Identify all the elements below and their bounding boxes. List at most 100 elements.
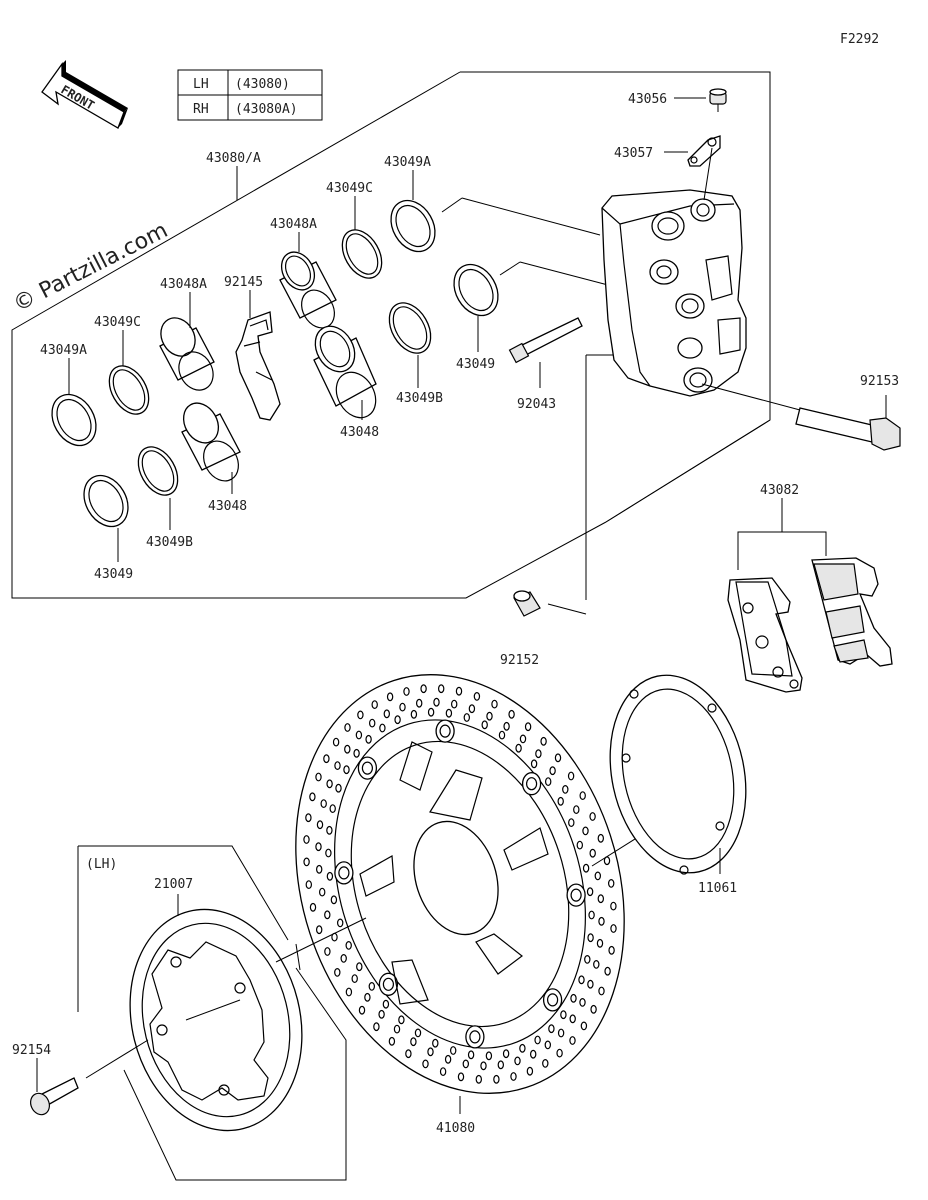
disc-drill-hole xyxy=(305,813,312,823)
disc-drill-hole xyxy=(549,766,556,776)
disc-bobbin xyxy=(521,772,542,796)
watermark: © Partzilla.com xyxy=(9,218,172,317)
disc-drill-hole xyxy=(414,1028,422,1038)
disc-drill-hole xyxy=(358,1005,366,1015)
disc-bobbin xyxy=(465,1025,485,1049)
piston-43048-mid xyxy=(313,325,377,419)
disc-drill-hole xyxy=(439,1067,447,1076)
seal-43049c-left xyxy=(108,365,150,415)
label-43048a-top: 43048A xyxy=(270,217,317,232)
disc-drill-hole xyxy=(610,901,617,911)
disc-drill-hole xyxy=(371,700,378,709)
disc-bobbin-inner xyxy=(546,993,559,1007)
disc-drill-hole xyxy=(580,1021,588,1031)
disc-drill-hole xyxy=(433,697,440,707)
disc-drill-hole xyxy=(503,721,510,731)
disc-drill-hole xyxy=(480,1061,487,1071)
disc-drill-hole xyxy=(586,887,594,897)
bleeder-cap-43056 xyxy=(709,88,727,112)
label-43057: 43057 xyxy=(614,146,653,161)
disc-drill-hole xyxy=(481,720,488,730)
pad-spring-92145 xyxy=(235,311,281,421)
disc-drill-hole xyxy=(493,1074,500,1084)
disc-drill-hole xyxy=(457,1072,465,1082)
disc-drill-hole xyxy=(394,715,401,725)
disc-drill-hole xyxy=(330,895,338,905)
label-43056: 43056 xyxy=(628,92,667,107)
disc-drill-hole xyxy=(382,999,390,1009)
legend-lh-part: (43080) xyxy=(235,77,290,92)
seal-43049a-top xyxy=(390,199,436,253)
disc-bobbin-inner xyxy=(570,888,582,902)
disc-drill-hole xyxy=(356,962,363,972)
disc-drill-hole xyxy=(604,966,611,976)
disc-drill-hole xyxy=(544,1040,552,1050)
label-92152: 92152 xyxy=(500,653,539,668)
disc-bobbin-inner xyxy=(338,866,350,880)
disc-drill-hole xyxy=(345,987,353,997)
label-92145: 92145 xyxy=(224,275,263,290)
disc-drill-hole xyxy=(344,744,351,754)
label-43080a: 43080/A xyxy=(206,151,261,166)
disc-bobbin xyxy=(334,861,354,885)
legend-lh-side: LH xyxy=(193,77,209,92)
disc-drill-hole xyxy=(557,796,564,806)
disc-drill-hole xyxy=(320,799,327,808)
disc-drill-hole xyxy=(508,709,515,719)
disc-drill-hole xyxy=(567,771,575,781)
disc-drill-hole xyxy=(427,1047,434,1057)
disc-drill-hole xyxy=(593,960,600,969)
disc-drill-hole xyxy=(540,736,547,746)
disc-drill-hole xyxy=(584,955,591,964)
label-43049a-top: 43049A xyxy=(384,155,431,170)
seal-43049c-top xyxy=(341,229,383,279)
outline-link xyxy=(605,419,771,523)
disc-drill-hole xyxy=(587,933,594,943)
disc-drill-hole xyxy=(332,737,340,747)
disc-drill-hole xyxy=(388,1036,396,1046)
disc-drill-hole xyxy=(309,792,316,802)
label-43048-mid: 43048 xyxy=(340,425,379,440)
disc-drill-hole xyxy=(589,848,596,858)
label-21007: 21007 xyxy=(154,877,193,892)
disc-drill-hole xyxy=(315,772,322,782)
rotor-center-line xyxy=(185,999,241,1021)
disc-drill-hole xyxy=(597,894,605,904)
disc-drill-hole xyxy=(365,734,372,744)
front-arrow-icon: FRONT xyxy=(41,60,128,129)
disc-drill-hole xyxy=(345,941,352,950)
disc-bobbin xyxy=(542,988,563,1012)
disc-bobbin-inner xyxy=(525,777,538,791)
disc-drill-hole xyxy=(438,684,445,694)
label-43049c-top: 43049C xyxy=(326,181,373,196)
disc-drill-hole xyxy=(576,840,584,850)
disc-drill-hole xyxy=(582,863,590,873)
disc-drill-hole xyxy=(451,699,458,709)
disc-drill-hole xyxy=(309,902,317,912)
disc-drill-hole xyxy=(340,954,347,963)
disc-bobbin-inner xyxy=(361,761,373,775)
mounting-bolt-92153 xyxy=(701,383,901,451)
disc-drill-hole xyxy=(319,887,326,897)
disc-drill-hole xyxy=(526,1066,534,1076)
disc-drill-hole xyxy=(324,910,331,920)
disc-drill-hole xyxy=(497,1060,504,1070)
disc-drill-hole xyxy=(556,1048,563,1058)
disc-drill-hole xyxy=(325,848,332,858)
label-43049c-left: 43049C xyxy=(94,315,141,330)
label-43049-mid: 43049 xyxy=(456,357,495,372)
disc-drill-hole xyxy=(534,1035,541,1045)
lh-outline-top xyxy=(78,845,289,941)
disc-drill-hole xyxy=(486,711,493,721)
brake-disc-41080 xyxy=(295,674,625,1094)
disc-drill-hole xyxy=(326,779,333,789)
disc-drill-hole xyxy=(573,805,580,814)
caliper-kit-outline-left xyxy=(11,71,607,599)
disc-bobbin xyxy=(566,883,586,907)
disc-drill-hole xyxy=(383,709,390,719)
disc-drill-hole xyxy=(596,938,604,948)
pad-pin-92043 xyxy=(508,317,583,364)
disc-drill-hole xyxy=(498,730,506,740)
abs-sensor-rotor-21007 xyxy=(129,894,303,1132)
disc-drill-hole xyxy=(590,1004,597,1014)
